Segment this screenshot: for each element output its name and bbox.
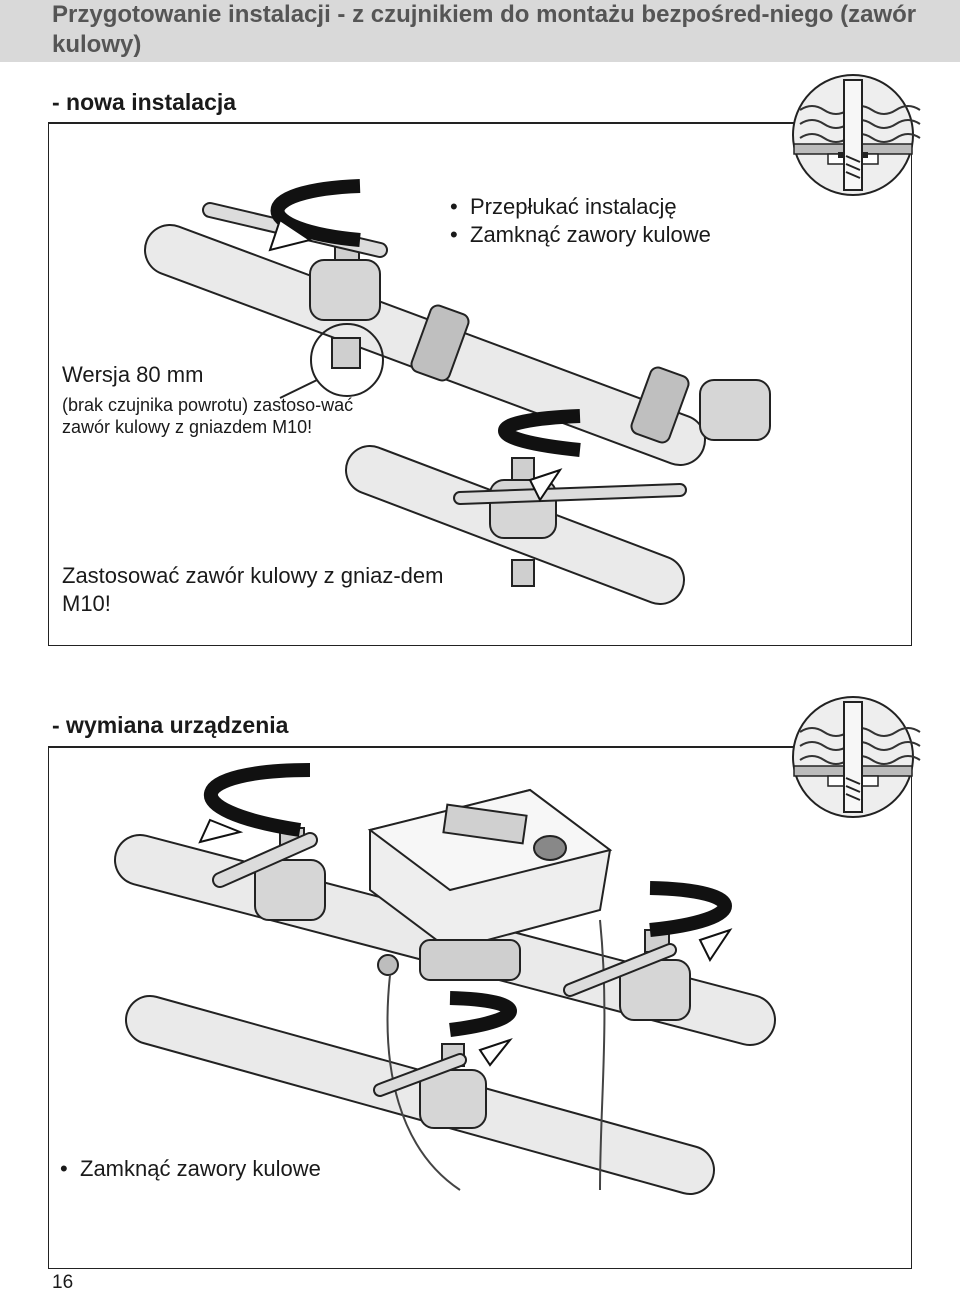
section-frame-new-installation: [48, 122, 912, 646]
bullet-item: Zamknąć zawory kulowe: [58, 1155, 321, 1183]
bullet-item: Zamknąć zawory kulowe: [448, 221, 711, 249]
bullet-list-new-installation: Przepłukać instalację Zamknąć zawory kul…: [448, 193, 711, 249]
bullet-list-device-replacement: Zamknąć zawory kulowe: [58, 1155, 321, 1183]
note-body: (brak czujnika powrotu) zastoso-wać zawó…: [62, 395, 354, 437]
bullet-item: Przepłukać instalację: [448, 193, 711, 221]
page-title: Przygotowanie instalacji - z czujnikiem …: [52, 1, 917, 58]
frame-top-line: [48, 746, 798, 748]
note-bottom: Zastosować zawór kulowy z gniaz-dem M10!: [62, 563, 444, 616]
section-frame-device-replacement: [48, 746, 912, 1269]
pipes-valves-illustration: [144, 179, 771, 605]
heat-meter-installation-illustration: [114, 763, 776, 1195]
header-bar: [0, 0, 960, 62]
section-title-device-replacement: - wymiana urządzenia: [52, 712, 289, 738]
frame-top-line: [48, 122, 798, 124]
note-title: Wersja 80 mm: [62, 362, 204, 387]
sensor-detail-circle-icon: [792, 74, 921, 196]
sensor-detail-circle-icon: [792, 696, 921, 818]
page-number: 16: [52, 1272, 74, 1293]
section-title-new-installation: - nowa instalacja: [52, 89, 237, 115]
